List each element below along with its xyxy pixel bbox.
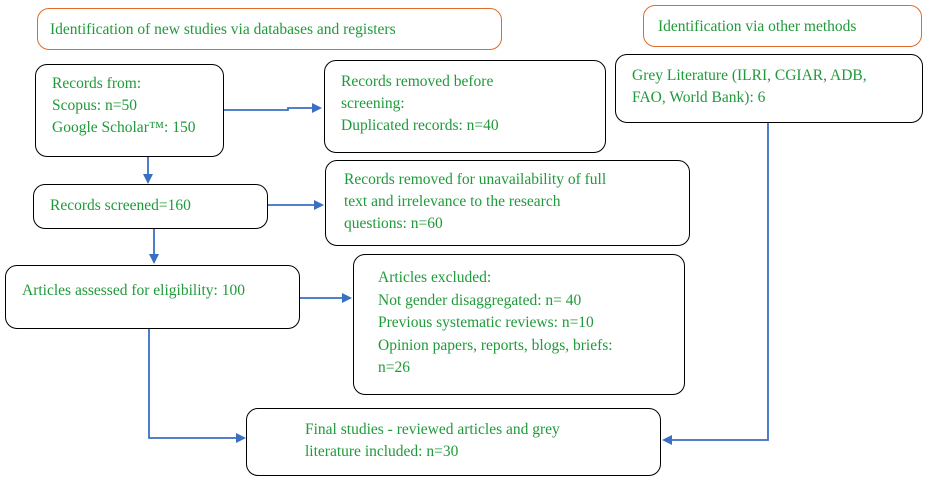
articles-excluded-line-3: Previous systematic reviews: n=10 [378,314,594,331]
articles-excluded-line-2: Not gender disaggregated: n= 40 [378,291,582,309]
articles-excluded-line-4: Opinion papers, reports, blogs, briefs: [378,336,613,354]
articles-excluded-line-1: Articles excluded: [378,269,492,286]
header-databases-text: Identification of new studies via databa… [50,21,396,38]
records-from-line-2: Scopus: n=50 [52,97,137,114]
header-databases: Identification of new studies via databa… [37,8,502,50]
grey-literature-line-2: FAO, World Bank): 6 [632,89,766,106]
removed-unavailability-line-2: text and irrelevance to the research [344,193,561,210]
assessed-eligibility-line-1: Articles assessed for eligibility: 100 [22,282,245,299]
box-final-studies: Final studies - reviewed articles and gr… [246,408,661,476]
final-studies-line-1: Final studies - reviewed articles and gr… [305,421,560,438]
header-other-methods-text: Identification via other methods [658,18,857,35]
records-screened-line-1: Records screened=160 [50,197,191,214]
box-grey-literature: Grey Literature (ILRI, CGIAR, ADB, FAO, … [615,54,923,123]
arrow-records-to-removed [224,103,322,113]
arrow-assessed-to-final [148,329,246,443]
box-records-screened: Records screened=160 [33,184,268,229]
removed-before-line-3: Duplicated records: n=40 [341,117,499,134]
box-articles-excluded: Articles excluded: Not gender disaggrega… [353,254,685,395]
articles-excluded-line-5: n=26 [378,359,410,376]
records-from-line-3: Google Scholar™: 150 [52,119,196,136]
removed-before-line-1: Records removed before [341,73,494,90]
final-studies-line-2: literature included: n=30 [305,443,459,460]
records-from-line-1: Records from: [52,75,142,92]
removed-unavailability-line-3: questions: n=60 [344,215,443,232]
box-assessed-eligibility: Articles assessed for eligibility: 100 [5,265,300,329]
box-removed-unavailability: Records removed for unavailability of fu… [325,160,690,246]
grey-literature-line-1: Grey Literature (ILRI, CGIAR, ADB, [632,67,867,84]
removed-unavailability-line-1: Records removed for unavailability of fu… [344,171,607,188]
box-records-from: Records from: Scopus: n=50 Google Schola… [35,64,224,157]
header-other-methods: Identification via other methods [643,5,922,47]
removed-before-line-2: screening: [341,95,405,112]
arrow-grey-to-final [662,123,769,445]
box-removed-before-screening: Records removed before screening: Duplic… [324,60,606,153]
